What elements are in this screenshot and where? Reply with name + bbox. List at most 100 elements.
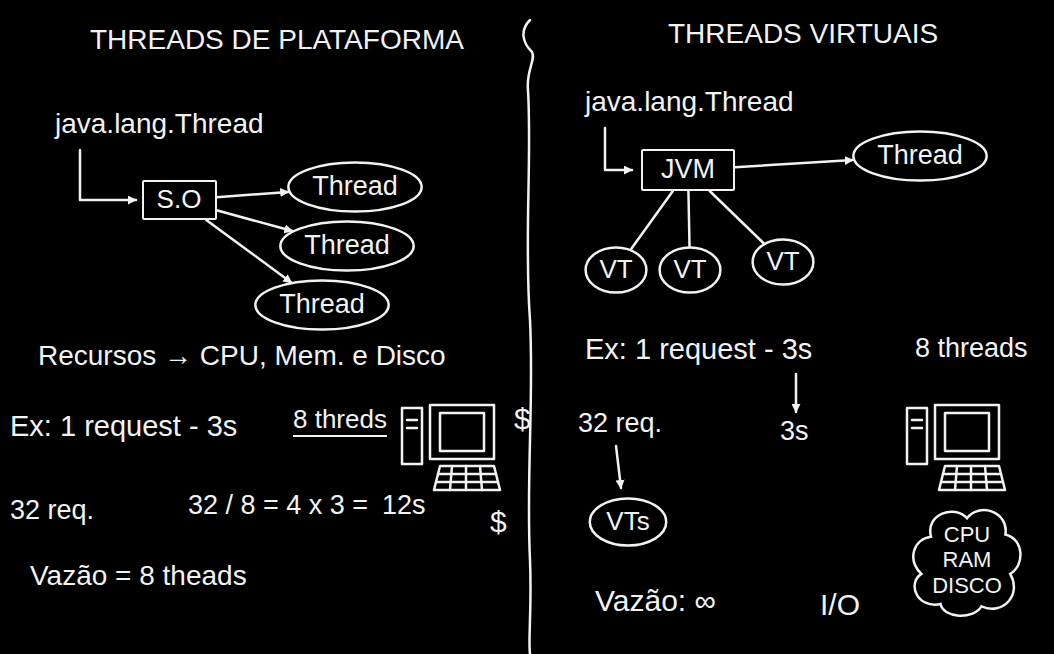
label-text: java.lang.Thread: [585, 86, 794, 117]
thread-ellipse: VT: [659, 247, 721, 293]
label-text: 3s: [780, 416, 809, 446]
tower-detail: [407, 427, 417, 430]
node-text-group: S.O: [157, 185, 202, 215]
ellipse-shape: [288, 163, 421, 212]
label-text: 12s: [382, 490, 426, 520]
arrow-line: [795, 374, 798, 412]
tower-detail: [407, 419, 417, 422]
thread-ellipse: Thread: [279, 221, 415, 271]
node-text: CPU RAM DISCO: [932, 522, 1002, 598]
node-text: VT: [599, 255, 632, 285]
text-label: 32 / 8 = 4 x 3 =: [188, 490, 368, 521]
node-text-group: JVM: [661, 154, 715, 185]
node-text: Thread: [279, 289, 365, 320]
label-text: 32 / 8 = 4 x 3 =: [188, 490, 368, 520]
monitor-shape: [430, 405, 494, 459]
connector-line: [710, 191, 764, 244]
label-text: 32 req.: [578, 408, 662, 438]
label-text: java.lang.Thread: [55, 108, 264, 139]
keyboard-keys: [436, 466, 498, 490]
node-text-group: Thread: [304, 230, 390, 261]
computer-icon: [402, 405, 500, 490]
ellipse-shape: [280, 222, 413, 271]
ellipse-shape: [586, 247, 647, 292]
text-label: java.lang.Thread: [585, 86, 794, 118]
node-text-group: VT: [599, 255, 632, 285]
process-box: JVM: [641, 149, 735, 191]
ellipse-shape: [753, 239, 814, 284]
node-text: Thread: [312, 171, 398, 202]
process-box: S.O: [142, 180, 217, 220]
label-text: Ex: 1 request - 3s: [10, 410, 237, 442]
thread-ellipse: VT: [752, 239, 814, 285]
keyboard-shape: [939, 466, 1005, 490]
node-text-group: CPU RAM DISCO: [932, 522, 1002, 598]
node-text: S.O: [157, 185, 202, 215]
monitor-screen: [440, 413, 484, 451]
divider-line: [523, 20, 533, 654]
text-label: 8 threds: [293, 405, 387, 435]
text-label: THREADS VIRTUAIS: [668, 18, 938, 50]
thread-ellipse: VT: [585, 247, 647, 293]
text-label: THREADS DE PLATAFORMA: [90, 24, 464, 56]
tower-detail: [912, 427, 922, 430]
node-text: Thread: [877, 140, 963, 171]
label-text: Recursos → CPU, Mem. e Disco: [38, 340, 446, 371]
text-label: 3s: [780, 416, 809, 447]
label-text: Vazão = 8 theads: [30, 560, 247, 591]
cloud-shape: [913, 510, 1020, 616]
label-text: 8 threds: [293, 404, 387, 434]
computer-icon: [907, 405, 1005, 490]
node-text-group: VTs: [606, 507, 649, 537]
text-label: 12s: [382, 490, 426, 521]
thread-ellipse: Thread: [287, 162, 423, 212]
resource-cloud: CPU RAM DISCO: [907, 502, 1027, 618]
ellipse-shape: [660, 247, 721, 292]
tower-detail: [912, 419, 922, 422]
text-label: Vazão = 8 theads: [30, 560, 247, 592]
label-text: THREADS DE PLATAFORMA: [90, 24, 464, 55]
connector-line: [688, 191, 689, 247]
thread-ellipse: VTs: [589, 498, 667, 546]
node-text: Thread: [304, 230, 390, 261]
thread-ellipse: Thread: [254, 280, 390, 330]
text-label: Recursos → CPU, Mem. e Disco: [38, 340, 446, 372]
ellipse-shape: [853, 132, 986, 181]
connector-line: [631, 191, 673, 250]
text-label: Vazão: ∞: [595, 584, 716, 619]
text-label: I/O: [820, 588, 860, 623]
arrow-line: [80, 150, 136, 200]
node-text-group: VT: [673, 255, 706, 285]
connector-arrow: [206, 220, 291, 283]
keyboard-shape: [434, 466, 500, 490]
ellipse-shape: [255, 281, 388, 330]
node-text: VT: [673, 255, 706, 285]
monitor-shape: [935, 405, 999, 459]
node-text: VTs: [606, 507, 649, 537]
label-text: $: [490, 505, 507, 538]
text-label: $: [490, 505, 507, 540]
tower-shape: [402, 408, 422, 464]
label-text: THREADS VIRTUAIS: [668, 18, 938, 49]
label-text: Vazão: ∞: [595, 584, 716, 617]
node-text: VT: [766, 247, 799, 277]
text-label: 8 threads: [915, 333, 1028, 364]
node-text-group: Thread: [279, 289, 365, 320]
text-label: 32 req.: [10, 495, 94, 526]
connector-arrow: [217, 192, 289, 197]
ellipse-shape: [590, 498, 666, 545]
connector-arrow: [735, 160, 853, 167]
node-text: JVM: [661, 154, 715, 185]
node-text-group: VT: [766, 247, 799, 277]
label-text: Ex: 1 request - 3s: [585, 333, 812, 365]
connector-arrow: [217, 210, 293, 231]
text-label: $: [514, 402, 531, 437]
label-text: $: [514, 402, 531, 435]
node-text-group: Thread: [877, 140, 963, 171]
text-label: Ex: 1 request - 3s: [585, 333, 812, 366]
label-text: 8 threads: [915, 333, 1028, 363]
label-text: I/O: [820, 588, 860, 621]
